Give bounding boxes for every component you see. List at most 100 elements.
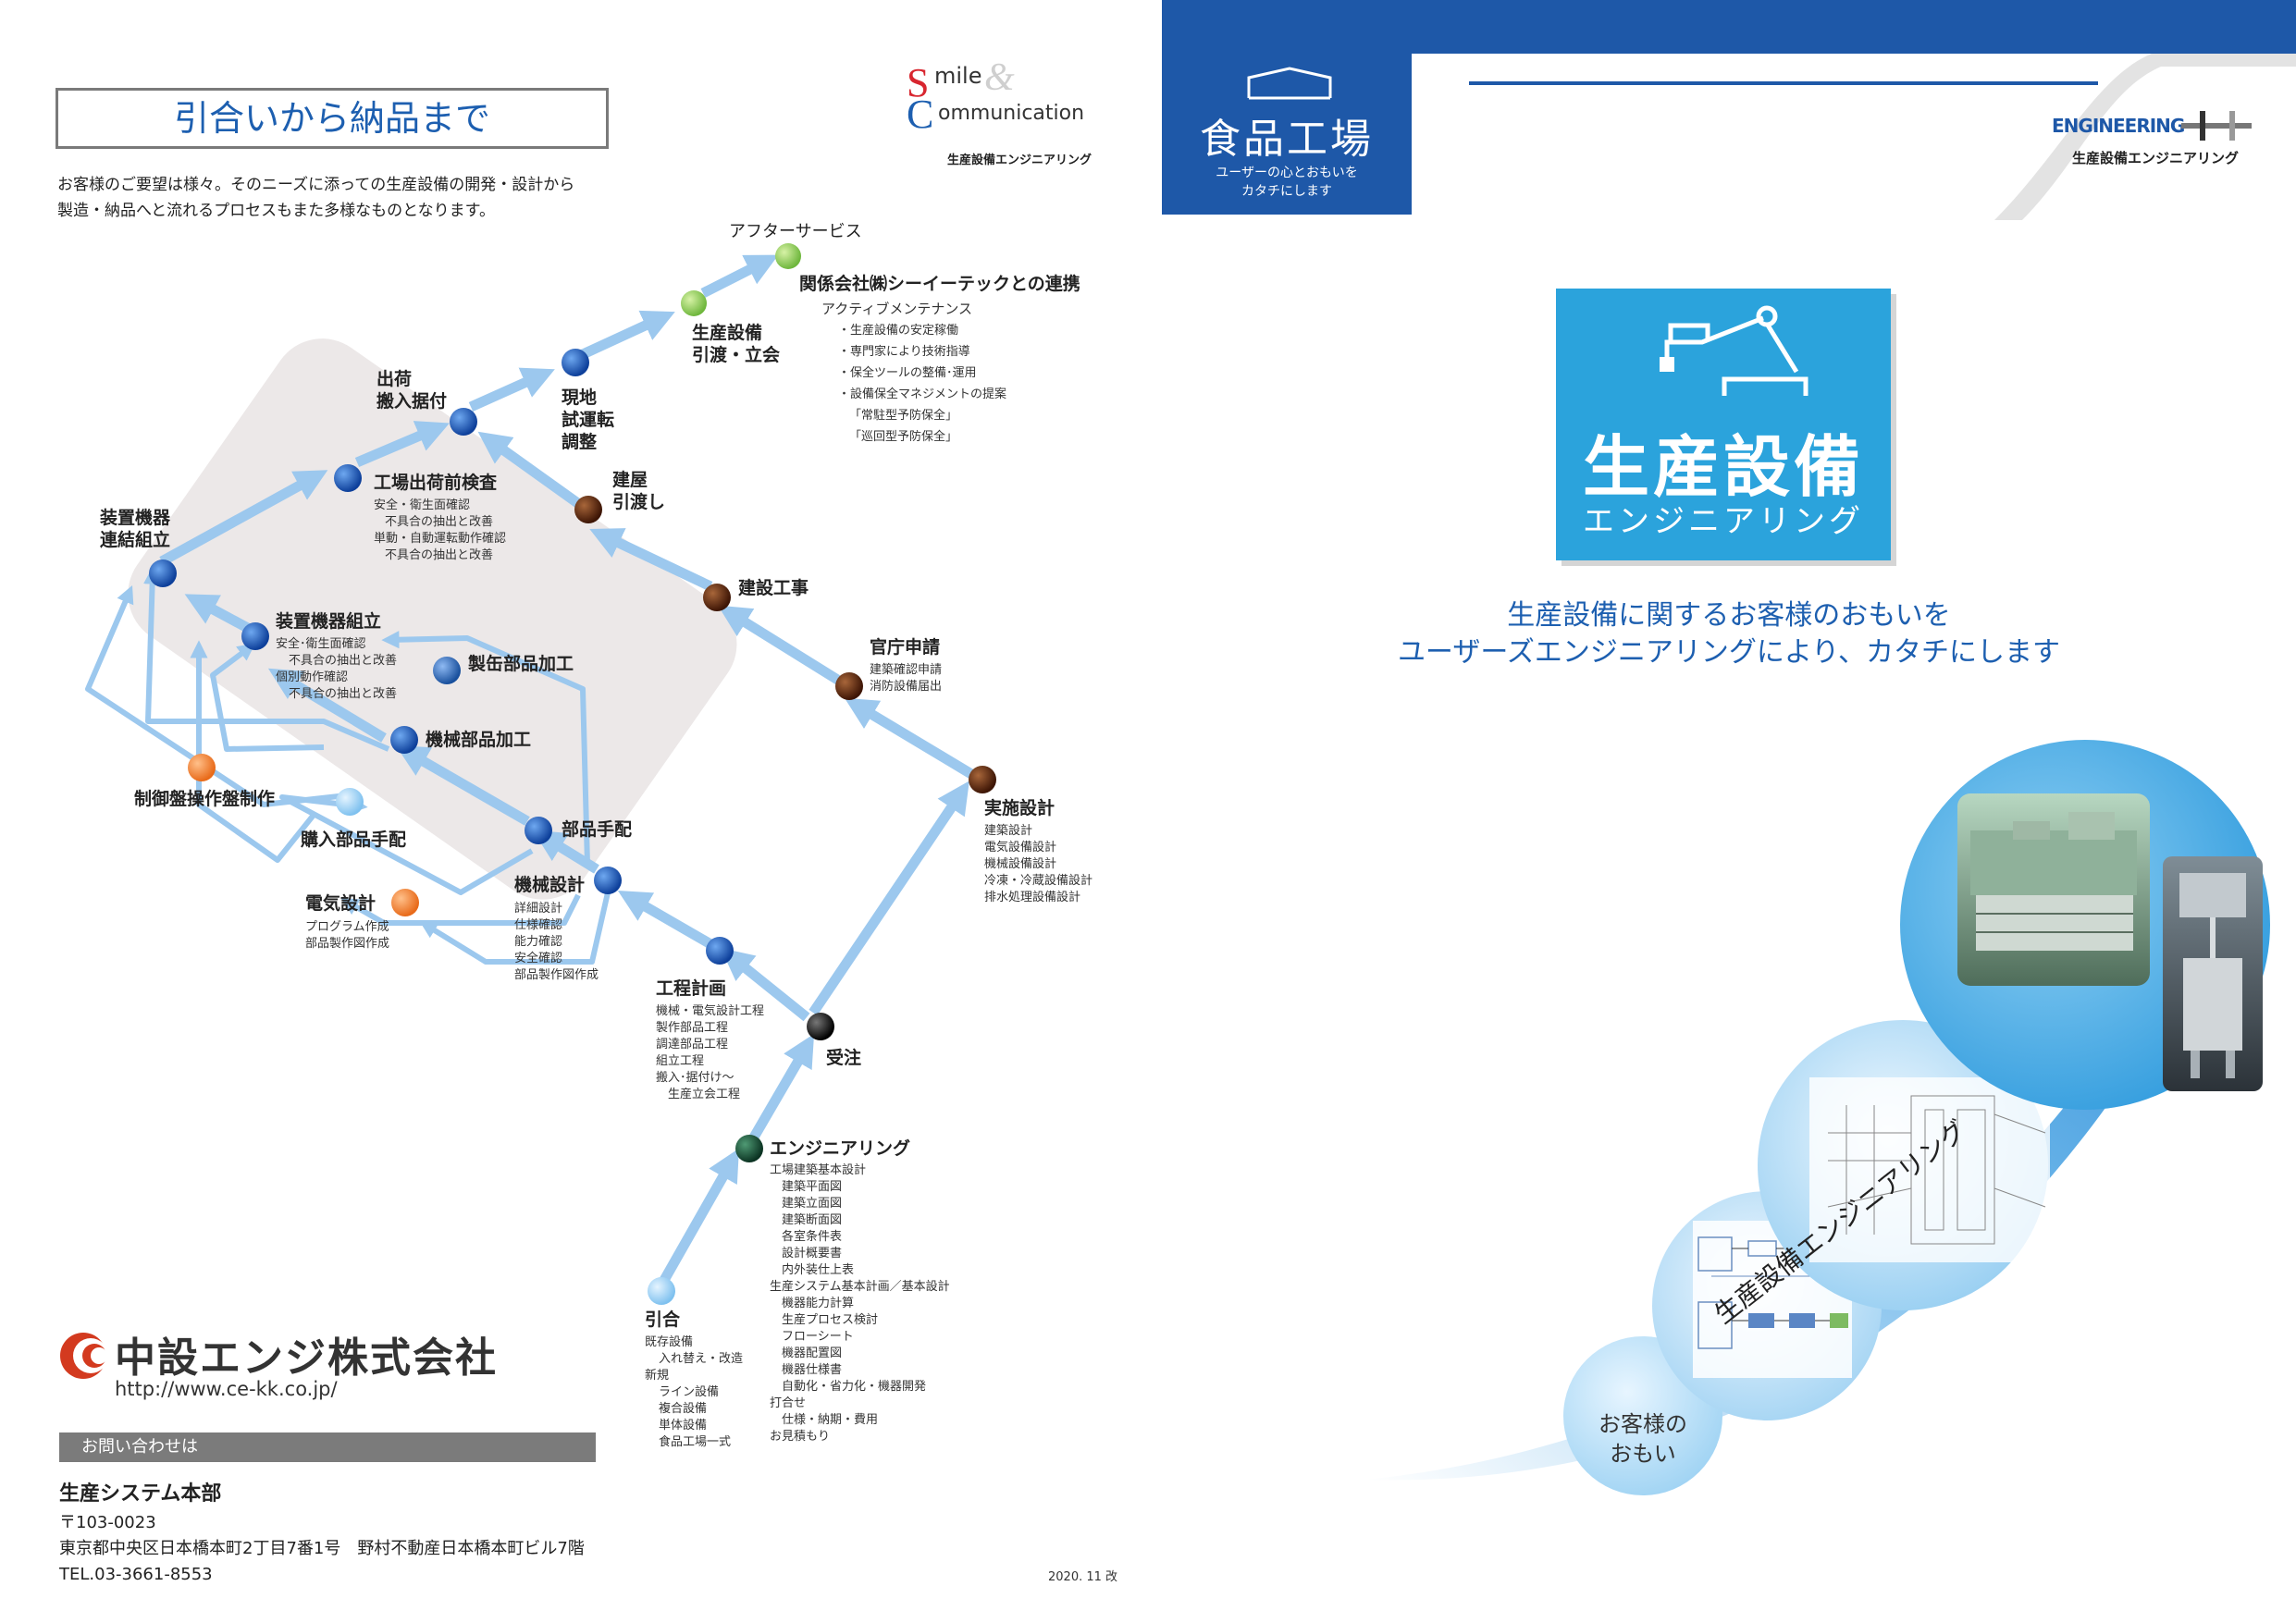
label-renketsu-1: 装置機器: [100, 508, 171, 528]
label-hikiwatashi-1: 生産設備: [692, 323, 763, 343]
label-hikiwatashi-2: 引渡・立会: [692, 345, 781, 365]
label-kankei: 関係会社㈱シーイーテックとの連携: [799, 274, 1080, 294]
circle-customer-line2: おもい: [1610, 1441, 1676, 1467]
node-kikai-kako: [390, 726, 418, 754]
badge-sub: エンジニアリング: [1583, 503, 1864, 540]
header-rule: [1469, 81, 2098, 85]
sochi-sub-3: 不具合の抽出と改善: [289, 687, 398, 701]
label-kancho: 官庁申請: [870, 637, 941, 658]
node-seikan: [433, 657, 461, 684]
contact-bar: お問い合わせは: [59, 1432, 596, 1462]
header-top-bar: [1162, 0, 2296, 54]
sochi-sub-0: 安全･衛生面確認: [276, 637, 366, 651]
eng-sub-9: 生産プロセス検討: [782, 1313, 879, 1327]
company-url[interactable]: http://www.ce-kk.co.jp/: [115, 1378, 338, 1400]
node-kikai-sekkei: [594, 867, 622, 894]
jisshi-sub-1: 電気設備設計: [984, 841, 1057, 855]
engineering-logo-text: ENGINEERING: [2052, 115, 2185, 137]
left-page: 引合いから納品まで お客様のご要望は様々。そのニーズに添っての生産設備の開発・設…: [56, 56, 1118, 1584]
node-hikiai: [648, 1277, 675, 1305]
sochi-sub-1: 不具合の抽出と改善: [289, 654, 398, 668]
kankei-sub-6: 「巡回型予防保全」: [849, 430, 958, 444]
label-konyu: 購入部品手配: [301, 830, 407, 850]
process-flow-diagram: [85, 243, 996, 1305]
eng-sub-8: 機器能力計算: [782, 1297, 855, 1310]
print-date: 2020. 11 改: [1048, 1570, 1118, 1584]
hikiai-sub-4: 複合設備: [659, 1402, 708, 1416]
kotei-sub-2: 調達部品工程: [656, 1038, 729, 1051]
label-renketsu-2: 連結組立: [100, 530, 171, 550]
jisshi-sub-3: 冷凍・冷蔵設備設計: [984, 874, 1093, 888]
denki-sub-0: プログラム作成: [305, 920, 389, 934]
hikiai-sub-6: 食品工場一式: [659, 1435, 732, 1449]
logo-amp: &: [984, 56, 1015, 99]
kojo-sub-0: 安全・衛生面確認: [374, 498, 471, 512]
kikai-sekkei-sub-1: 仕様確認: [514, 918, 563, 932]
eng-sub-7: 生産システム基本計画／基本設計: [770, 1280, 950, 1294]
logo-letter-c: C: [907, 92, 934, 137]
label-kenoku-1: 建屋: [612, 470, 648, 490]
kankei-sub-5: 「常駐型予防保全」: [849, 409, 958, 423]
eng-sub-1: 建築平面図: [782, 1180, 843, 1194]
right-page: 食品工場 ユーザーの心とおもいを カタチにします ENGINEERING 生産設…: [1162, 0, 2296, 1623]
eng-sub-4: 各室条件表: [782, 1230, 843, 1244]
kankei-sub-3: ・保全ツールの整備･運用: [838, 366, 977, 380]
kojo-sub-1: 不具合の抽出と改善: [385, 515, 494, 529]
label-kensetsu: 建設工事: [738, 578, 809, 598]
node-konyu: [336, 788, 364, 816]
label-juchu: 受注: [826, 1048, 862, 1068]
eng-sub-2: 建築立面図: [782, 1197, 843, 1211]
kojo-sub-2: 単動・自動運転動作確認: [374, 532, 507, 546]
node-after-service: [775, 243, 801, 269]
kankei-sub-2: ・専門家により技術指導: [838, 345, 970, 359]
eng-sub-12: 機器仕様書: [782, 1363, 843, 1377]
kancho-sub-1: 消防設備届出: [870, 680, 943, 694]
node-hikiwatashi: [681, 290, 707, 316]
kankei-sub-0: アクティブメンテナンス: [821, 301, 973, 317]
contact-dept: 生産システム本部: [59, 1482, 222, 1506]
jisshi-sub-2: 機械設備設計: [984, 857, 1057, 871]
kikai-sekkei-sub-0: 詳細設計: [514, 902, 563, 916]
plus-plus-icon: [2181, 111, 2252, 141]
kikai-sekkei-sub-4: 部品製作図作成: [514, 968, 599, 982]
kankei-sub-4: ・設備保全マネジメントの提案: [838, 387, 1007, 401]
node-kancho: [835, 672, 863, 700]
label-kotei: 工程計画: [656, 978, 727, 999]
header-title: 食品工場: [1200, 116, 1374, 163]
node-juchu: [807, 1013, 834, 1040]
hikiai-sub-2: 新規: [645, 1369, 670, 1383]
company-name: 中設エンジ株式会社: [115, 1334, 498, 1382]
eng-sub-3: 建築断面図: [782, 1213, 843, 1227]
node-seigyo: [188, 754, 216, 781]
hikiai-sub-5: 単体設備: [659, 1419, 708, 1432]
label-shukka-1: 出荷: [376, 369, 413, 389]
factory-photo-2: [2163, 856, 2263, 1091]
cad-drawing-image: [1809, 1077, 2050, 1262]
hikiai-sub-1: 入れ替え・改造: [659, 1352, 744, 1366]
header-sub-1: ユーザーの心とおもいを: [1216, 166, 1358, 180]
label-kikai-kako: 機械部品加工: [426, 730, 532, 750]
kotei-sub-5: 生産立会工程: [668, 1088, 741, 1101]
eng-sub-5: 設計概要書: [782, 1247, 843, 1260]
node-renketsu: [149, 559, 177, 587]
label-engineering: エンジニアリング: [770, 1138, 911, 1159]
kotei-sub-0: 機械・電気設計工程: [656, 1004, 765, 1018]
kancho-sub-0: 建築確認申請: [870, 663, 943, 677]
node-shukka: [450, 408, 477, 436]
node-genchi: [562, 349, 589, 376]
label-kenoku-2: 引渡し: [612, 492, 666, 512]
label-shukka-2: 搬入据付: [376, 391, 448, 412]
engineering-logo-sub: 生産設備エンジニアリング: [2072, 150, 2240, 166]
kikai-sekkei-sub-2: 能力確認: [514, 935, 563, 949]
eng-sub-14: 打合せ: [770, 1396, 807, 1410]
kikai-sekkei-sub-3: 安全確認: [514, 952, 563, 965]
logo-letter-s: S: [907, 60, 930, 105]
node-kensetsu: [703, 584, 731, 611]
tagline-2: ユーザーズエンジニアリングにより、カタチにします: [1397, 636, 2061, 669]
label-seigyo: 制御盤操作盤制作: [134, 789, 276, 809]
label-jisshi: 実施設計: [984, 798, 1055, 818]
label-genchi-3: 調整: [562, 432, 598, 452]
header-sub-2: カタチにします: [1241, 184, 1332, 199]
header-swoosh: [1994, 54, 2296, 220]
node-kojo: [334, 464, 362, 492]
